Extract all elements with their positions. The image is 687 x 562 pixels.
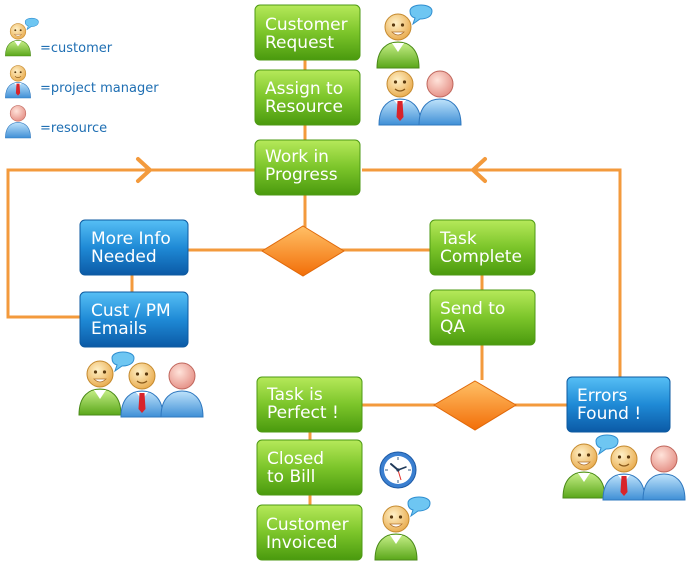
svg-text:Closed: Closed — [267, 449, 324, 469]
legend-label: =resource — [40, 121, 107, 136]
svg-text:=customer: =customer — [40, 41, 113, 56]
project-manager-icon — [602, 445, 646, 501]
node-label-line: More Info — [91, 229, 171, 249]
node-label-line: Emails — [91, 319, 147, 339]
node-assign-to-resource: Assign to Resource — [254, 69, 361, 126]
assignees-icon-group — [378, 70, 462, 126]
node-label-line: Customer — [265, 15, 348, 35]
node-work-in-progress: Work in Progress — [254, 139, 361, 196]
svg-text:Customer: Customer — [265, 15, 348, 35]
svg-text:=resource: =resource — [40, 121, 107, 136]
node-customer-invoiced: Customer Invoiced — [256, 504, 363, 561]
legend-item-resource: =resource — [5, 105, 107, 139]
node-label-line: Found ! — [577, 404, 641, 424]
resource-icon — [418, 70, 462, 126]
customer-icon — [5, 17, 39, 57]
svg-text:to Bill: to Bill — [267, 467, 315, 487]
node-label-line: Send to — [440, 299, 505, 319]
node-label-line: Resource — [265, 97, 343, 117]
resource-icon — [5, 105, 31, 139]
svg-text:Perfect !: Perfect ! — [267, 403, 339, 423]
svg-text:Progress: Progress — [265, 165, 338, 185]
svg-text:Found !: Found ! — [577, 404, 641, 424]
legend-item-customer: =customer — [5, 17, 113, 57]
project-manager-icon — [120, 362, 164, 418]
node-closed-to-bill: Closed to Bill — [256, 439, 363, 496]
node-label-line: Task is — [266, 385, 323, 405]
decision-diamond-2 — [433, 380, 517, 431]
node-label-line: QA — [440, 317, 465, 337]
node-label-line: Customer — [266, 515, 349, 535]
node-label-line: Assign to — [265, 79, 343, 99]
project-manager-icon — [378, 70, 422, 126]
resource-icon — [160, 362, 204, 418]
resource-icon — [642, 445, 686, 501]
node-label-line: Needed — [91, 247, 157, 267]
node-label-line: Request — [265, 33, 334, 53]
node-label-line: Cust / PM — [91, 301, 171, 321]
svg-text:Assign to: Assign to — [265, 79, 343, 99]
decision-diamond-1 — [261, 225, 345, 277]
node-label-line: Work in — [265, 147, 329, 167]
right-loop-connector — [362, 168, 622, 380]
svg-text:Send to: Send to — [440, 299, 505, 319]
left-loop-connector — [6, 168, 255, 319]
svg-text:More Info: More Info — [91, 229, 171, 249]
svg-text:Cust / PM: Cust / PM — [91, 301, 171, 321]
svg-text:Emails: Emails — [91, 319, 147, 339]
svg-text:Task is: Task is — [266, 385, 323, 405]
svg-text:Request: Request — [265, 33, 334, 53]
svg-text:Errors: Errors — [577, 386, 627, 406]
error-participants-icon-group — [562, 434, 686, 501]
clock-icon — [379, 451, 417, 489]
node-label-line: Invoiced — [266, 533, 338, 553]
node-cust-pm-emails: Cust / PM Emails — [79, 291, 189, 348]
node-label-line: Perfect ! — [267, 403, 339, 423]
left-loop-arrow-icon — [136, 157, 152, 183]
node-label-line: Errors — [577, 386, 627, 406]
svg-text:Resource: Resource — [265, 97, 343, 117]
node-label-line: Task — [439, 229, 477, 249]
legend-label: =project manager — [40, 81, 159, 96]
node-label-line: to Bill — [267, 467, 315, 487]
customer-icon — [374, 496, 431, 561]
legend-item-project-manager: =project manager — [5, 65, 159, 99]
legend: =customer =project manager =resource — [5, 17, 159, 139]
svg-text:=project manager: =project manager — [40, 81, 159, 96]
email-participants-icon-group — [78, 351, 204, 418]
node-errors-found: Errors Found ! — [566, 376, 671, 433]
svg-text:Work in: Work in — [265, 147, 329, 167]
node-more-info-needed: More Info Needed — [79, 219, 189, 276]
node-task-is-perfect: Task is Perfect ! — [256, 376, 363, 433]
node-send-to-qa: Send to QA — [429, 289, 536, 346]
node-label-line: Progress — [265, 165, 338, 185]
node-task-complete: Task Complete — [429, 219, 536, 276]
svg-text:QA: QA — [440, 317, 465, 337]
node-label-line: Complete — [440, 247, 522, 267]
project-manager-icon — [5, 65, 31, 99]
right-loop-arrow-icon — [471, 157, 487, 183]
node-label-line: Closed — [267, 449, 324, 469]
svg-text:Invoiced: Invoiced — [266, 533, 338, 553]
svg-text:Complete: Complete — [440, 247, 522, 267]
customer-icon — [376, 4, 433, 69]
legend-label: =customer — [40, 41, 113, 56]
node-customer-request: Customer Request — [254, 4, 361, 61]
svg-text:Needed: Needed — [91, 247, 157, 267]
svg-text:Task: Task — [439, 229, 477, 249]
svg-text:Customer: Customer — [266, 515, 349, 535]
